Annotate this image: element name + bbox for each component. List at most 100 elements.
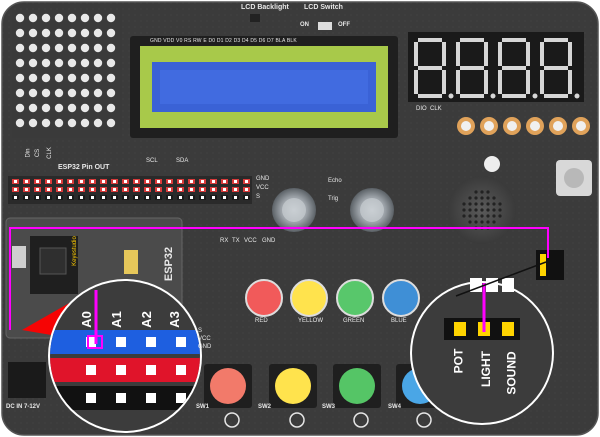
speaker-hole <box>492 202 496 206</box>
dc-jack <box>8 362 46 398</box>
header-pin-hole <box>58 196 61 199</box>
speaker-hole <box>474 208 478 212</box>
matrix-dot <box>41 103 51 113</box>
header-pin-hole <box>124 188 127 191</box>
led-red <box>245 279 283 317</box>
header-pin-hole <box>146 196 149 199</box>
zoom-pin-sound: SOUND <box>504 351 519 395</box>
header-pin-hole <box>146 180 149 183</box>
segment-dot <box>532 93 538 99</box>
matrix-dot <box>54 13 64 23</box>
header-pin-hole <box>223 180 226 183</box>
speaker-hole <box>480 214 484 218</box>
header-pin-hole <box>201 196 204 199</box>
esp32-module <box>5 217 183 339</box>
led-blue-label: BLUE <box>391 318 407 324</box>
segment <box>568 42 572 66</box>
header-pin-hole <box>47 188 50 191</box>
switch-on-label: ON <box>300 22 309 28</box>
matrix-dot <box>80 118 90 128</box>
matrix-dot <box>15 43 25 53</box>
led-green <box>336 279 374 317</box>
header-pin-hole <box>58 180 61 183</box>
matrix-dot <box>67 73 77 83</box>
sw3-label: SW3 <box>322 404 336 410</box>
zoom-pin-hole <box>176 365 186 375</box>
matrix-dot <box>41 43 51 53</box>
speaker-hole <box>480 190 484 194</box>
led-yellow <box>290 279 328 317</box>
header-pin-hole <box>69 180 72 183</box>
speaker-hole <box>498 214 502 218</box>
esp32-name-label: ESP32 <box>163 246 176 282</box>
button-sw2[interactable] <box>269 364 317 428</box>
button-cap <box>275 368 311 404</box>
segment <box>502 38 526 42</box>
button-sw3[interactable] <box>333 364 381 428</box>
matrix-dot <box>106 58 116 68</box>
segment <box>526 42 530 66</box>
component-core <box>461 121 471 131</box>
matrix-dot <box>15 58 25 68</box>
matrix-dot <box>28 13 38 23</box>
matrix-clk-label: CLK <box>46 147 53 159</box>
matrix-dot <box>80 103 90 113</box>
component-core <box>484 121 494 131</box>
header-pin-hole <box>201 180 204 183</box>
matrix-dot <box>80 58 90 68</box>
button-sw1[interactable] <box>204 364 252 428</box>
matrix-dot <box>106 13 116 23</box>
header-pin-hole <box>47 196 50 199</box>
header-pin-hole <box>25 196 28 199</box>
segment <box>498 42 502 66</box>
header-pin-hole <box>69 188 72 191</box>
speaker-hole <box>462 208 466 212</box>
matrix-dot <box>41 13 51 23</box>
matrix-dot <box>93 118 103 128</box>
zoom-row-vcc: VCC <box>198 336 211 342</box>
header-pin-hole <box>179 188 182 191</box>
header-pin-hole <box>36 180 39 183</box>
segment <box>484 42 488 66</box>
speaker-hole <box>492 214 496 218</box>
matrix-dot <box>54 118 64 128</box>
tx-label: TX <box>232 238 240 244</box>
header-pin-hole <box>124 180 127 183</box>
speaker-hole <box>468 220 472 224</box>
matrix-dot <box>80 13 90 23</box>
header-pin-hole <box>91 196 94 199</box>
esp-pinout-title: ESP32 Pin OUT <box>58 164 110 171</box>
header-pin-hole <box>157 196 160 199</box>
zoom-pin-hole <box>146 365 156 375</box>
power-icon <box>416 412 432 428</box>
matrix-dot <box>28 73 38 83</box>
zoom-pin-hole <box>116 365 126 375</box>
zoom-row-gnd: GND <box>198 344 212 350</box>
matrix-dot <box>15 118 25 128</box>
zoom-pin-a0: A0 <box>78 311 94 328</box>
header-pin-hole <box>135 188 138 191</box>
header-pin-hole <box>190 180 193 183</box>
header-pin-hole <box>113 180 116 183</box>
header-pin-hole <box>234 188 237 191</box>
matrix-dot <box>67 88 77 98</box>
header-pin-hole <box>179 196 182 199</box>
zoom-pin-a1: A1 <box>108 311 124 328</box>
led-blue <box>382 279 420 317</box>
header-pin-hole <box>212 188 215 191</box>
matrix-dot <box>41 118 51 128</box>
matrix-dot <box>80 88 90 98</box>
header-pin-hole <box>135 196 138 199</box>
speaker-hole <box>462 202 466 206</box>
speaker-hole <box>498 208 502 212</box>
matrix-dot <box>106 43 116 53</box>
component-core <box>530 121 540 131</box>
matrix-dot <box>67 103 77 113</box>
matrix-dot <box>54 58 64 68</box>
zoom-row-s: S <box>198 328 203 334</box>
matrix-dot <box>28 88 38 98</box>
matrix-dot <box>28 58 38 68</box>
led-red-label: RED <box>255 318 268 324</box>
lcd-switch[interactable] <box>318 22 332 30</box>
segment-display <box>408 32 584 102</box>
